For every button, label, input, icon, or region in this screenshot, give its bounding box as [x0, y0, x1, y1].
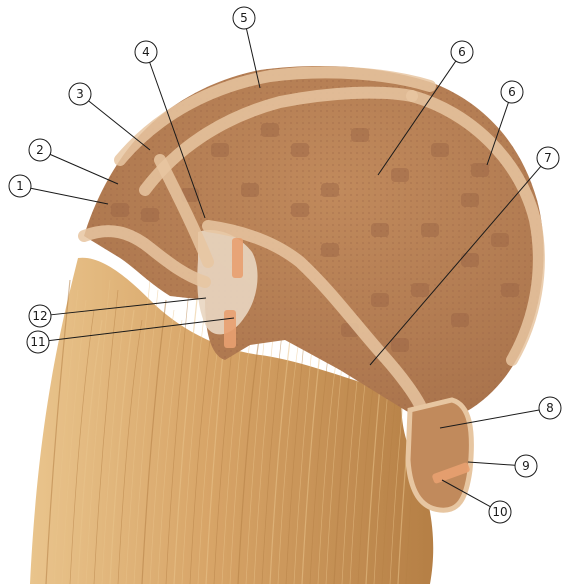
mesh-patch [321, 243, 339, 257]
mesh-patch [291, 143, 309, 157]
callout-leader-line [31, 188, 108, 204]
mesh-patch [461, 253, 479, 267]
callout-leader-line [468, 462, 515, 465]
callout-number: 4 [142, 45, 150, 59]
callout-number: 1 [16, 179, 24, 193]
callout-number: 12 [32, 309, 47, 323]
callout-leader-line [50, 154, 118, 184]
callout-3: 3 [69, 83, 150, 150]
mesh-patch [111, 203, 129, 217]
callout-number: 10 [492, 505, 507, 519]
mesh-patch [321, 183, 339, 197]
callout-1: 1 [9, 175, 108, 204]
mesh-patch [411, 283, 429, 297]
mesh-patch [371, 293, 389, 307]
callout-number: 6 [508, 85, 516, 99]
mesh-patch [371, 223, 389, 237]
callout-2: 2 [29, 139, 118, 184]
callout-10: 9 [468, 455, 537, 477]
callout-number: 7 [544, 151, 552, 165]
mesh-patch [471, 163, 489, 177]
mesh-patch [451, 313, 469, 327]
callout-number: 11 [30, 335, 45, 349]
callout-number: 9 [522, 459, 530, 473]
mesh-patch [391, 168, 409, 182]
callout-number: 6 [458, 45, 466, 59]
mesh-patch [291, 203, 309, 217]
mesh-patch [491, 233, 509, 247]
mesh-patch [351, 128, 369, 142]
ear-tab [408, 400, 471, 510]
mesh-patch [261, 123, 279, 137]
mesh-patch [211, 143, 229, 157]
callout-number: 8 [546, 401, 554, 415]
mesh-patch [501, 283, 519, 297]
callout-number: 5 [240, 11, 248, 25]
mesh-patch [421, 223, 439, 237]
callout-number: 2 [36, 143, 44, 157]
mesh-patch [461, 193, 479, 207]
mesh-patch [431, 143, 449, 157]
mesh-patch [241, 183, 259, 197]
mesh-patch [391, 338, 409, 352]
callout-number: 3 [76, 87, 84, 101]
callout-leader-line [89, 101, 150, 150]
temple-tab-strap [232, 238, 243, 278]
mesh-patch [141, 208, 159, 222]
temple-tab-strap-lower [224, 310, 236, 348]
